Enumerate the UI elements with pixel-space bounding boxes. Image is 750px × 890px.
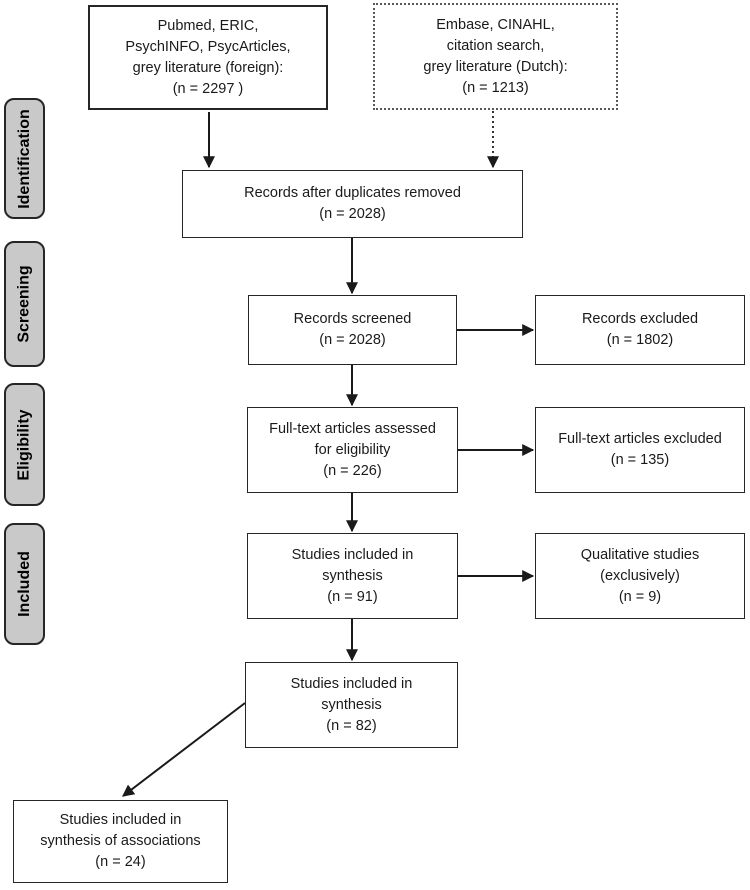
- box-records-excluded: Records excluded (n = 1802): [535, 295, 745, 365]
- stage-label-eligibility: Eligibility: [15, 408, 33, 481]
- box-qualitative-studies: Qualitative studies (exclusively) (n = 9…: [535, 533, 745, 619]
- arrow-synthesis82-to-associations: [122, 702, 246, 797]
- box-duplicates-removed: Records after duplicates removed (n = 20…: [182, 170, 523, 238]
- box-synthesis-91: Studies included in synthesis (n = 91): [247, 533, 458, 619]
- stage-label-included: Included: [15, 551, 33, 617]
- box-fulltext-excluded: Full-text articles excluded (n = 135): [535, 407, 745, 493]
- stage-tab-screening: Screening: [4, 241, 45, 367]
- stage-tab-identification: Identification: [4, 98, 45, 219]
- stage-label-screening: Screening: [15, 265, 33, 343]
- stage-label-identification: Identification: [15, 108, 33, 209]
- box-synthesis-associations: Studies included in synthesis of associa…: [13, 800, 228, 883]
- stage-tab-included: Included: [4, 523, 45, 645]
- box-records-screened: Records screened (n = 2028): [248, 295, 457, 365]
- box-synthesis-82: Studies included in synthesis (n = 82): [245, 662, 458, 748]
- box-sources-dutch: Embase, CINAHL, citation search, grey li…: [373, 3, 618, 110]
- stage-tab-eligibility: Eligibility: [4, 383, 45, 506]
- box-sources-foreign: Pubmed, ERIC, PsychINFO, PsycArticles, g…: [88, 5, 328, 110]
- box-fulltext-assessed: Full-text articles assessed for eligibil…: [247, 407, 458, 493]
